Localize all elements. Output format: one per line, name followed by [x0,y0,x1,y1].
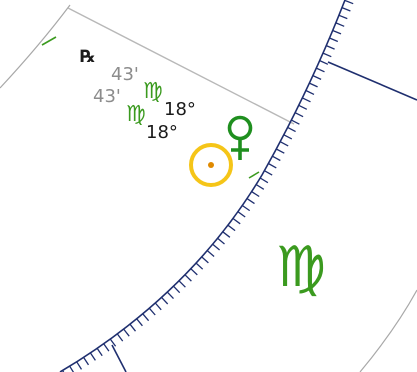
planet-a-degrees: 18° [164,99,196,120]
house-cusp-line [67,7,295,125]
ring-tick [255,183,265,190]
ring-tick [316,67,325,73]
ring-tick [341,6,351,12]
ring-tick [123,328,130,337]
ring-tick [329,37,339,43]
ring-tick [195,262,204,270]
ring-tick [217,237,225,245]
ring-tick [89,352,96,361]
ring-tick [190,268,198,276]
ring-tick [322,52,332,58]
ring-tick [116,333,124,342]
ring-tick [154,302,162,311]
ring-tick [241,204,251,212]
outer-faint-arc [359,289,417,372]
ring-tick [184,274,192,282]
ring-tick [246,198,255,205]
ring-tick [291,119,300,125]
planet-a-minutes: 43' [111,64,139,85]
ring-tick [166,291,174,300]
zodiac-ring-ticks [62,0,354,372]
ring-tick [283,134,293,140]
ring-tick [237,211,246,218]
sign-division-line [111,344,127,372]
inner-house-arc [0,4,71,89]
ring-tick [268,162,277,169]
planet-position-marker [248,171,260,179]
ring-tick [212,243,221,251]
ring-tick [294,112,304,118]
planet-b-sign-virgo-icon: ♍ [126,102,146,127]
ring-tick [332,29,342,35]
zodiac-sign-virgo-icon: ♍ [276,235,327,300]
sign-division-line [327,61,417,101]
ring-tick [251,191,260,198]
ring-tick [344,0,354,5]
ring-tick [96,347,103,357]
ring-tick [76,361,83,370]
ring-tick [83,357,90,366]
ring-tick [129,323,137,332]
ring-tick [312,75,322,80]
ring-tick [232,217,241,225]
retrograde-icon: ℞ [80,47,96,67]
ring-tick [309,82,318,88]
ring-tick [287,126,296,133]
ring-tick [178,280,186,288]
ring-tick [319,60,329,65]
ring-tick [279,141,289,147]
planet-a-sign-virgo-icon: ♍ [143,79,163,104]
zodiac-ring-edge [59,0,346,372]
ring-tick [109,338,117,347]
planet-b-degrees: 18° [146,122,178,143]
ring-tick [161,296,169,305]
ring-tick [272,155,281,162]
ring-tick [142,313,150,322]
sun-icon [189,143,233,187]
ring-tick [136,318,143,327]
ring-tick [302,97,311,103]
planet-position-marker [41,36,57,46]
ring-tick [69,365,75,372]
ring-tick [298,104,308,110]
ring-tick [148,307,156,316]
ring-tick [206,250,215,257]
ring-tick [227,224,236,232]
ring-tick [222,231,231,238]
ring-tick [259,177,269,184]
ring-tick [103,343,110,352]
ring-tick [275,148,285,154]
ring-tick [201,256,209,264]
ring-tick [305,89,315,95]
ring-tick [335,22,345,27]
ring-tick [338,14,348,20]
ring-tick [173,285,181,294]
ring-tick [264,170,273,176]
ring-tick [326,45,335,50]
venus-icon [227,115,253,160]
planet-b-minutes: 43' [93,86,121,107]
